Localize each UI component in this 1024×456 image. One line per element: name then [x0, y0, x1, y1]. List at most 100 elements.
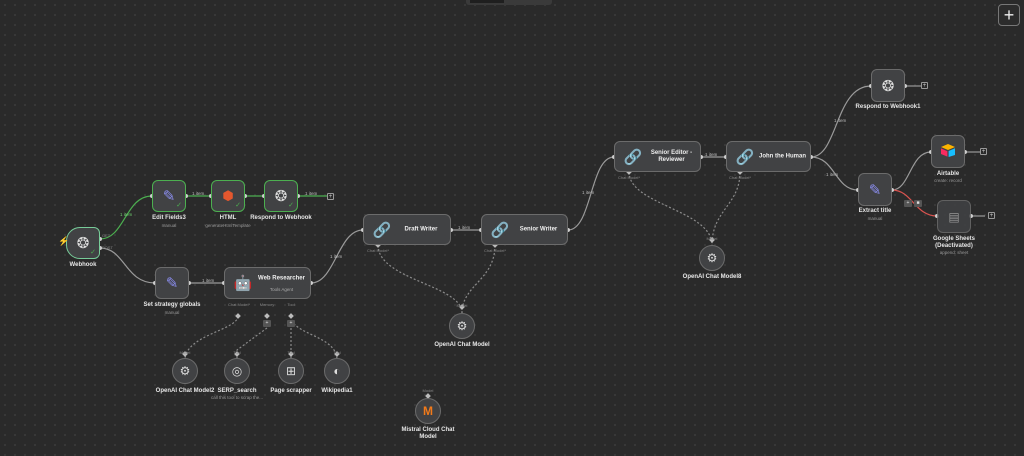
web-researcher-node[interactable]: 🤖 Web Researcher Tools Agent	[224, 267, 311, 299]
robot-icon: 🤖	[233, 275, 253, 292]
sitemap-icon[interactable]: ⊞	[278, 358, 304, 384]
draft-writer-title: Draft Writer	[404, 226, 438, 232]
senior-editor-title: Senior Editor - Reviewer	[650, 149, 693, 163]
openai-model-title: OpenAI Chat Model	[434, 342, 490, 348]
serp-search-subtitle: call this tool to scrap the...	[210, 395, 264, 400]
wikipedia-icon[interactable]: ◐	[324, 358, 350, 384]
html-node[interactable]: ⬢✓	[211, 180, 245, 212]
globe-icon[interactable]: ◎	[224, 358, 250, 384]
link-icon: 🔗	[623, 148, 643, 166]
google-sheets-subtitle: append: sheet	[939, 250, 969, 255]
port-label-chat-model: Chat Model*	[228, 302, 251, 307]
edge-label: 1 item	[330, 254, 343, 259]
edge-label: 1 item	[192, 191, 205, 196]
add-connection-button[interactable]: +	[988, 212, 995, 219]
mistral-icon[interactable]: M	[415, 398, 441, 424]
edge-label: 1 item	[305, 191, 318, 196]
webhook-icon: ❂	[274, 188, 288, 205]
edit-fields3-title: Edit Fields3	[152, 215, 186, 221]
port-label-model: Model	[422, 388, 434, 393]
john-human-title: John the Human	[759, 153, 807, 159]
link-icon: 🔗	[372, 221, 392, 239]
serp-search-title: SERP_search	[217, 388, 257, 394]
draft-writer-node[interactable]: 🔗 Draft Writer	[363, 214, 451, 245]
success-check-icon: ✓	[235, 202, 241, 209]
extract-title-subtitle: manual	[867, 216, 883, 221]
port-label-tool: Tool	[287, 302, 295, 307]
toolbar-segment[interactable]	[470, 0, 504, 3]
port-label-model: Model	[456, 303, 468, 308]
success-check-icon: ✓	[176, 202, 182, 209]
add-connection-button[interactable]: +	[921, 82, 928, 89]
success-check-icon: ✓	[90, 249, 96, 256]
webhook-node[interactable]: ❂✓	[66, 227, 100, 259]
edit-fields3-node[interactable]: ✎✓	[152, 180, 186, 212]
senior-writer-title: Senior Writer	[519, 226, 558, 232]
port-label-tool: Tool	[333, 350, 341, 355]
openai-model2-title: OpenAI Chat Model2	[155, 388, 215, 394]
edge-label: 1 item	[826, 172, 839, 177]
edit-fields3-subtitle: manual	[161, 223, 177, 228]
extract-title-node[interactable]: ✎	[858, 173, 892, 206]
html5-icon: ⬢	[222, 188, 234, 203]
edge-label: 1 item	[458, 225, 471, 230]
top-toolbar[interactable]	[466, 0, 552, 5]
senior-writer-node[interactable]: 🔗 Senior Writer	[481, 214, 568, 245]
respond-webhook-node[interactable]: ❂✓	[264, 180, 298, 212]
senior-editor-node[interactable]: 🔗 Senior Editor - Reviewer	[614, 141, 701, 172]
html-title: HTML	[219, 215, 237, 221]
edge-label: 1 item	[582, 190, 595, 195]
set-strategy-subtitle: manual	[164, 310, 180, 315]
web-researcher-subtitle: Tools Agent	[269, 286, 294, 292]
sheet-icon: ▤	[948, 209, 960, 224]
openai-model8-title: OpenAI Chat Model8	[682, 274, 742, 280]
pencil-icon: ✎	[162, 188, 176, 205]
edge-label: 1 item	[120, 212, 133, 217]
link-icon: 🔗	[735, 148, 755, 166]
edge-label: 1 item	[202, 278, 215, 283]
airtable-icon	[932, 143, 964, 161]
openai-icon[interactable]: ⚙	[449, 313, 475, 339]
html-subtitle: generateHtmlTemplate	[205, 223, 251, 228]
google-sheets-node[interactable]: ▤	[937, 200, 971, 233]
port-label-get: GET	[102, 233, 111, 238]
port-label-chat-model: Chat Model*	[483, 248, 506, 253]
web-researcher-title: Web Researcher	[258, 275, 305, 282]
airtable-title: Airtable	[936, 171, 960, 177]
add-connection-button[interactable]: +	[904, 200, 912, 207]
respond-webhook-title: Respond to Webhook	[250, 215, 312, 221]
pencil-icon: ✎	[868, 181, 882, 199]
add-connection-button[interactable]: +	[327, 193, 334, 200]
set-strategy-title: Set strategy globals	[143, 302, 201, 308]
openai-icon[interactable]: ⚙	[699, 245, 725, 271]
webhook-icon: ❂	[76, 235, 90, 252]
set-strategy-node[interactable]: ✎	[155, 267, 189, 299]
port-label-memory: Memory	[259, 302, 275, 307]
pencil-icon: ✎	[165, 275, 179, 292]
page-scrapper-title: Page scrapper	[270, 388, 312, 394]
add-memory-button[interactable]: +	[263, 320, 271, 327]
edge-label: 1 item	[705, 152, 718, 157]
wikipedia1-title: Wikipedia1	[321, 388, 353, 394]
add-node-button[interactable]: +	[998, 4, 1020, 26]
respond-webhook1-node[interactable]: ❂	[871, 69, 905, 102]
add-connection-button[interactable]: +	[980, 148, 987, 155]
airtable-subtitle: create: record	[934, 178, 962, 183]
trigger-bolt-icon: ⚡	[58, 236, 70, 246]
mistral-title: Mistral Cloud Chat Model	[401, 427, 455, 440]
john-human-node[interactable]: 🔗 John the Human	[726, 141, 811, 172]
edge-label: 1 item	[834, 118, 847, 123]
port-label-model: Model	[706, 236, 718, 241]
port-label-model: Model	[179, 350, 191, 355]
delete-connection-icon[interactable]: ■	[914, 200, 922, 207]
google-sheets-title: Google Sheets (Deactivated)	[932, 236, 975, 249]
webhook-icon: ❂	[881, 77, 895, 95]
webhook-title: Webhook	[69, 262, 97, 268]
airtable-node[interactable]	[931, 135, 965, 168]
success-check-icon: ✓	[288, 202, 294, 209]
port-label-chat-model: Chat Model*	[366, 248, 389, 253]
port-label-tool: Tool	[287, 350, 295, 355]
add-tool-button[interactable]: +	[287, 320, 295, 327]
openai-icon[interactable]: ⚙	[172, 358, 198, 384]
port-label-post: POST	[102, 245, 113, 250]
